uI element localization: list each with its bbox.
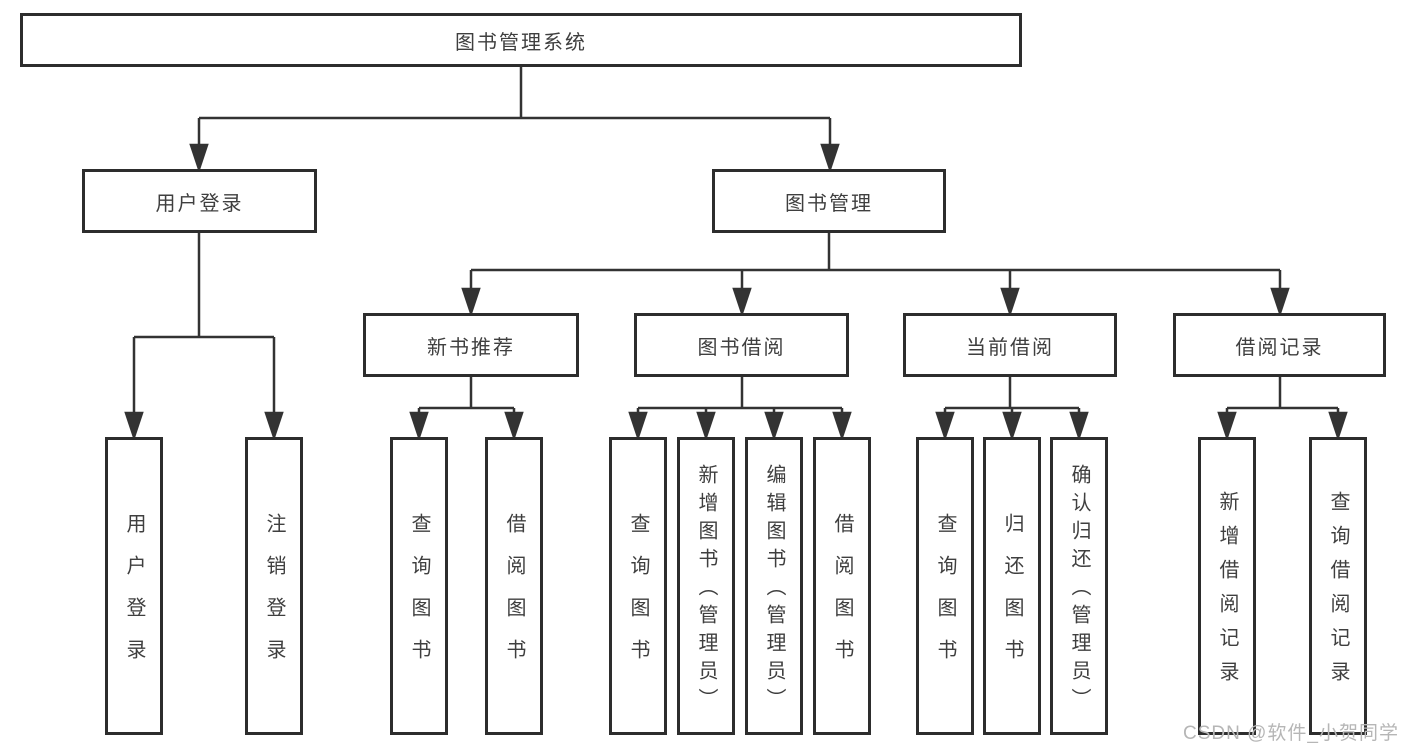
arrowhead-down-icon (504, 411, 524, 441)
leaf-label: 注销登录 (263, 513, 285, 681)
arrowhead-down-icon (264, 411, 284, 441)
leaf-label: 新增借阅记录 (1216, 491, 1238, 695)
node-label: 图书管理系统 (455, 31, 587, 54)
leaf-query-books-recommend: 查询图书 (390, 437, 448, 735)
arrowhead-down-icon (696, 411, 716, 441)
leaf-label: 新增图书（管理员） (695, 464, 717, 716)
leaf-label: 查询图书 (934, 513, 956, 681)
arrowhead-down-icon (820, 143, 840, 173)
connector-book-management-to-level3 (461, 233, 1290, 317)
arrowhead-down-icon (1328, 411, 1348, 441)
arrowhead-down-icon (764, 411, 784, 441)
arrowhead-down-icon (1002, 411, 1022, 441)
node-new-book-recommend: 新书推荐 (363, 313, 579, 377)
leaf-label: 查询图书 (627, 513, 649, 681)
leaf-label: 查询借阅记录 (1327, 491, 1349, 695)
leaf-label: 编辑图书（管理员） (763, 464, 785, 716)
node-label: 图书管理 (785, 192, 873, 215)
node-label: 图书借阅 (697, 336, 786, 359)
leaf-add-books-admin: 新增图书（管理员） (677, 437, 735, 735)
arrowhead-down-icon (1000, 287, 1020, 317)
node-library-management-system: 图书管理系统 (20, 13, 1022, 67)
leaf-borrow-books-recommend: 借阅图书 (485, 437, 543, 735)
leaf-query-books-current: 查询图书 (916, 437, 974, 735)
leaf-confirm-return-admin: 确认归还（管理员） (1050, 437, 1108, 735)
csdn-watermark: CSDN @软件_小贺同学 (1183, 723, 1399, 744)
leaf-query-borrow-record: 查询借阅记录 (1309, 437, 1367, 735)
connector-current-borrow-to-leaves (935, 377, 1089, 441)
leaf-query-books-borrow: 查询图书 (609, 437, 667, 735)
arrowhead-down-icon (628, 411, 648, 441)
arrowhead-down-icon (1069, 411, 1089, 441)
leaf-add-borrow-record: 新增借阅记录 (1198, 437, 1256, 735)
connector-borrow-records-to-leaves (1217, 377, 1348, 441)
node-label: 当前借阅 (966, 336, 1054, 359)
arrowhead-down-icon (124, 411, 144, 441)
node-current-borrow: 当前借阅 (903, 313, 1117, 377)
node-label: 新书推荐 (427, 336, 515, 359)
leaf-label: 确认归还（管理员） (1068, 464, 1090, 716)
node-label: 用户登录 (155, 192, 244, 215)
connector-root-to-level2 (189, 67, 840, 173)
arrowhead-down-icon (409, 411, 429, 441)
arrowhead-down-icon (189, 143, 209, 173)
node-book-borrow: 图书借阅 (634, 313, 849, 377)
arrowhead-down-icon (1217, 411, 1237, 441)
node-book-management: 图书管理 (712, 169, 946, 233)
leaf-label: 归还图书 (1001, 513, 1023, 681)
leaf-borrow-books: 借阅图书 (813, 437, 871, 735)
connector-user-login-to-leaves (124, 233, 284, 441)
node-borrow-records: 借阅记录 (1173, 313, 1386, 377)
leaf-user-login: 用户登录 (105, 437, 163, 735)
arrowhead-down-icon (935, 411, 955, 441)
leaf-label: 借阅图书 (503, 513, 525, 681)
arrowhead-down-icon (732, 287, 752, 317)
arrowhead-down-icon (1270, 287, 1290, 317)
leaf-label: 用户登录 (123, 513, 145, 681)
leaf-logout: 注销登录 (245, 437, 303, 735)
node-label: 借阅记录 (1235, 336, 1324, 359)
leaf-label: 查询图书 (408, 513, 430, 681)
leaf-return-books: 归还图书 (983, 437, 1041, 735)
arrowhead-down-icon (832, 411, 852, 441)
leaf-edit-books-admin: 编辑图书（管理员） (745, 437, 803, 735)
arrowhead-down-icon (461, 287, 481, 317)
connector-new-book-recommend-to-leaves (409, 377, 524, 441)
connector-book-borrow-to-leaves (628, 377, 852, 441)
node-user-login: 用户登录 (82, 169, 317, 233)
leaf-label: 借阅图书 (831, 513, 853, 681)
